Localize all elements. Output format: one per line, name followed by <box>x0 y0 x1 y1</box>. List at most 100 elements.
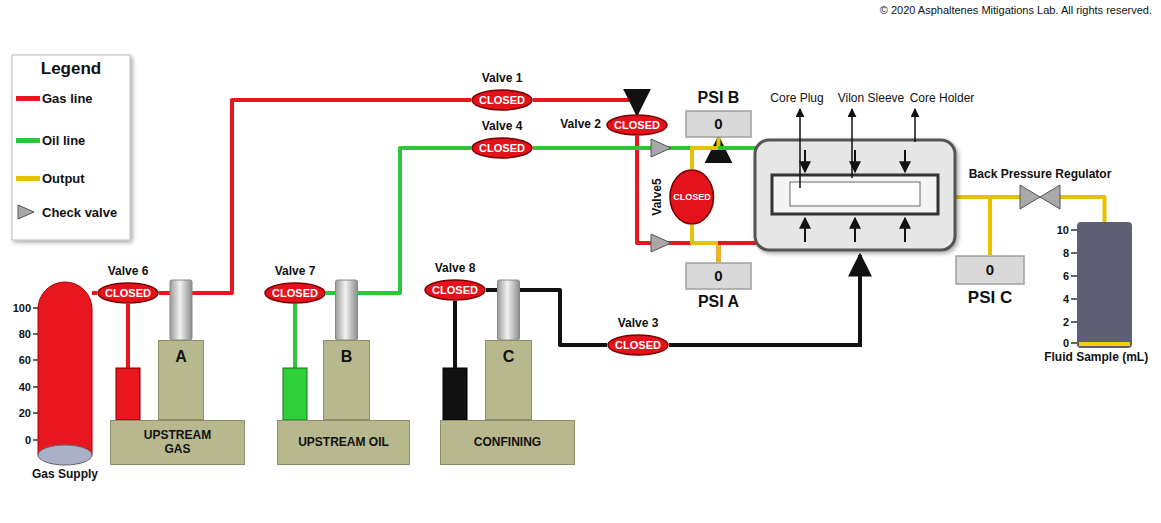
node-text: B <box>341 348 353 366</box>
gas-cylinder-outline <box>38 282 92 465</box>
check-valve <box>651 139 671 157</box>
gas-reservoir <box>116 368 140 420</box>
legend-check-valve <box>18 205 34 219</box>
node-text: CLOSED <box>479 94 525 107</box>
confining-line <box>453 301 457 370</box>
node-text: CLOSED <box>479 142 525 155</box>
valve: Valve 1CLOSED <box>471 89 533 111</box>
node-label: Valve 8 <box>435 262 476 276</box>
bypass-line <box>692 225 719 262</box>
scale-value: 0 <box>25 434 31 446</box>
node-text: A <box>175 348 187 366</box>
pump: C <box>485 340 532 420</box>
legend-text: Gas line <box>42 91 93 106</box>
scale-value: 4 <box>1063 293 1069 305</box>
core-holder <box>755 140 955 250</box>
scale-value: 80 <box>19 328 31 340</box>
valve: Valve 2CLOSED <box>606 114 668 136</box>
back-pressure-regulator-outline <box>1020 185 1060 209</box>
valve: Valve 8CLOSED <box>424 279 486 301</box>
node-text: CLOSED <box>615 339 661 352</box>
pump: A <box>158 340 204 420</box>
part-name: Core Holder <box>910 91 975 105</box>
output-line <box>1060 197 1105 222</box>
node-text: CLOSED <box>272 287 318 300</box>
node-label: Valve 2 <box>560 118 601 132</box>
legend-title: Legend <box>41 59 101 79</box>
oil-reservoir <box>283 368 307 420</box>
node-label: Valve5 <box>651 178 665 215</box>
node-text: 0 <box>714 267 722 284</box>
gas-cylinder: Gas Supply <box>38 282 92 465</box>
valve: Valve 3CLOSED <box>607 334 669 356</box>
scale-value: 2 <box>1063 316 1069 328</box>
node-label: PSI C <box>968 288 1012 308</box>
legend-swatch <box>16 176 40 181</box>
valve: Valve 7CLOSED <box>264 282 326 304</box>
legend-text: Oil line <box>42 133 85 148</box>
leader-lines <box>800 109 915 188</box>
confining-pressure-arrows <box>805 150 905 242</box>
valve: Valve5CLOSED <box>669 169 715 225</box>
pressure-gauge: PSI B0 <box>685 110 752 138</box>
output-line <box>990 197 1020 255</box>
node-text: CLOSED <box>673 192 711 202</box>
node-text: 0 <box>986 261 994 278</box>
gas-line <box>637 136 719 262</box>
scale-value: 10 <box>1057 224 1069 236</box>
scale-value: 40 <box>19 381 31 393</box>
node-label: Valve 4 <box>482 120 523 134</box>
gas-line <box>126 304 130 370</box>
confining-reservoir <box>443 368 467 420</box>
pressure-gauge: 0PSI C <box>955 255 1025 285</box>
node-label: Valve 6 <box>108 265 149 279</box>
node-text: CONFINING <box>474 436 541 450</box>
sample-container-outline <box>1077 222 1132 348</box>
valve: Valve 6CLOSED <box>97 282 159 304</box>
node-text: UPSTREAM OIL <box>298 436 390 450</box>
scale-value: 60 <box>19 354 31 366</box>
node-label: Valve 1 <box>482 72 523 86</box>
vilon-sleeve <box>772 175 938 214</box>
node-text: 0 <box>714 115 722 132</box>
gas-line <box>533 100 637 114</box>
node-label: PSI B <box>698 89 740 107</box>
legend-swatch <box>16 96 40 101</box>
check-valve <box>651 234 671 252</box>
scale-value: 0 <box>1063 337 1069 349</box>
legend-box <box>12 55 130 240</box>
node-label: PSI A <box>698 293 739 311</box>
node-label: Fluid Sample (mL) <box>1044 351 1148 365</box>
pressure-gauge: 0PSI A <box>685 262 752 290</box>
pump-base: UPSTREAM OIL <box>277 420 410 465</box>
scale-value: 20 <box>19 407 31 419</box>
node-label: Gas Supply <box>32 468 98 482</box>
node-label: Valve 3 <box>618 317 659 331</box>
core-plug <box>790 182 920 206</box>
pump-cylinder <box>170 280 192 340</box>
node-text: CLOSED <box>432 284 478 297</box>
legend-swatch <box>16 138 40 143</box>
scale-value: 8 <box>1063 247 1069 259</box>
gas-line <box>718 241 756 245</box>
oil-line <box>718 146 756 150</box>
pump-base: UPSTREAM GAS <box>110 420 245 465</box>
pump-cylinder <box>336 280 358 340</box>
scale-value: 100 <box>13 302 31 314</box>
node-text: UPSTREAM GAS <box>132 429 224 457</box>
oil-line <box>533 138 719 148</box>
legend-text: Check valve <box>42 205 117 220</box>
pump-cylinder <box>498 280 520 340</box>
oil-line <box>347 148 472 340</box>
oil-line <box>293 304 297 370</box>
gas-line <box>181 100 471 340</box>
confining-line <box>509 290 608 345</box>
node-text: C <box>503 348 515 366</box>
sample-container: Fluid Sample (mL) <box>1077 222 1132 348</box>
node-text: CLOSED <box>614 119 660 132</box>
gas-line <box>92 291 97 295</box>
output-line <box>955 195 991 199</box>
node-text: CLOSED <box>105 287 151 300</box>
back-pressure-regulator: Back Pressure Regulator <box>1020 185 1060 209</box>
